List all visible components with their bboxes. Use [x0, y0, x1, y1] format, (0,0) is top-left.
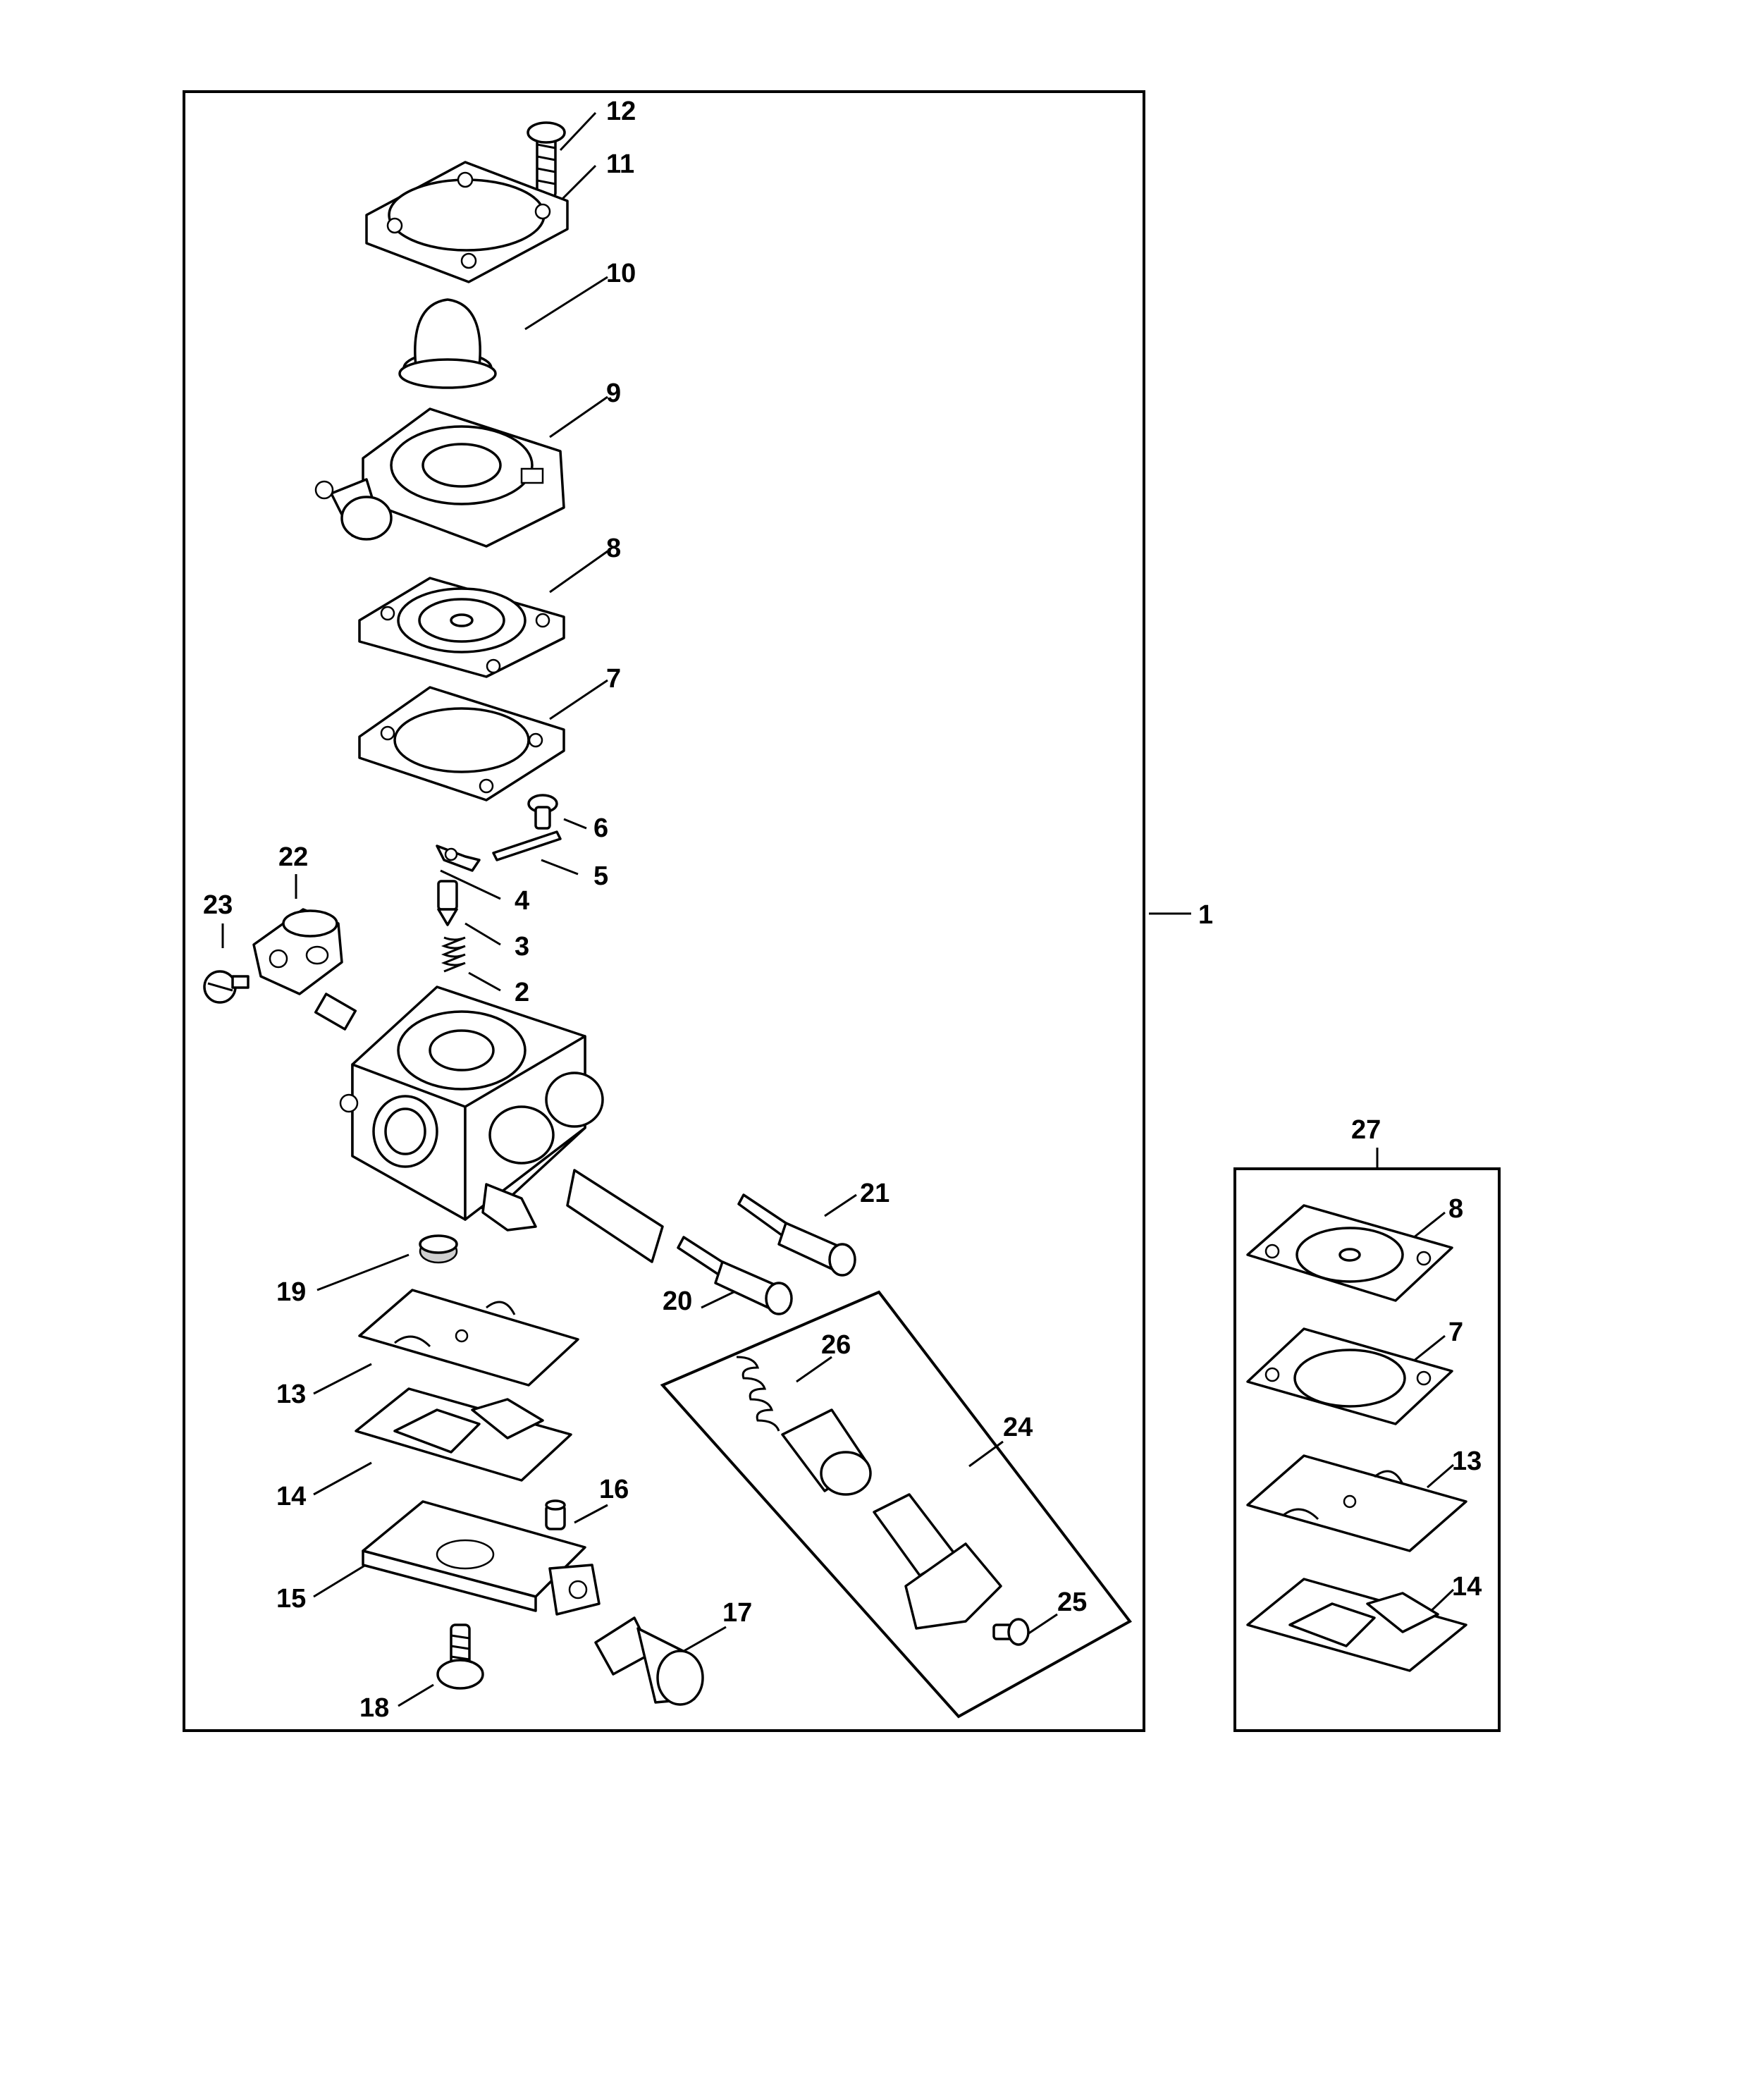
- callout-6: 6: [593, 813, 608, 843]
- screw-part-25: [992, 1618, 1030, 1646]
- callout-26: 26: [821, 1330, 851, 1360]
- gasket-part-14: [355, 1387, 572, 1482]
- main-assembly-frame: [183, 90, 1145, 1732]
- callout-12: 12: [606, 97, 636, 126]
- metering-cover-part-15: [362, 1500, 601, 1616]
- kit-callout-8: 8: [1448, 1194, 1463, 1224]
- kit-gasket-14: [1246, 1578, 1467, 1672]
- metering-diaphragm-part-13: [358, 1289, 579, 1387]
- adjusting-screw-part-20: [677, 1236, 793, 1315]
- choke-subassembly-frame: [660, 1290, 1132, 1719]
- screw-part-12: [527, 121, 566, 199]
- callout-21: 21: [860, 1179, 890, 1208]
- screw-part-6: [527, 794, 558, 830]
- screw-part-18: [436, 1623, 484, 1690]
- needle-valve-part-3: [437, 880, 458, 926]
- repair-kit-frame: [1233, 1167, 1501, 1732]
- kit-gasket-7: [1246, 1327, 1453, 1425]
- callout-1: 1: [1198, 900, 1213, 930]
- strainer-part-19: [419, 1234, 458, 1264]
- spring-part-26: [736, 1356, 780, 1432]
- clamp-part-22: [252, 908, 343, 995]
- callout-25: 25: [1057, 1588, 1087, 1617]
- lever-part-4: [436, 845, 481, 872]
- kit-metering-diaphragm-13: [1246, 1454, 1467, 1552]
- callout-2: 2: [515, 978, 529, 1007]
- kit-callout-13: 13: [1452, 1447, 1482, 1476]
- spring-part-2: [441, 936, 466, 973]
- kit-callout-7: 7: [1448, 1318, 1463, 1347]
- callout-5: 5: [593, 861, 608, 891]
- callout-10: 10: [606, 259, 636, 288]
- callout-14: 14: [276, 1482, 306, 1511]
- diaphragm-part-8: [358, 577, 565, 678]
- callout-17: 17: [722, 1598, 752, 1628]
- cover-plate-part-11: [365, 161, 569, 283]
- callout-23: 23: [203, 890, 233, 920]
- callout-4: 4: [515, 886, 529, 916]
- callout-15: 15: [276, 1584, 306, 1614]
- gasket-part-7: [358, 686, 565, 802]
- callout-20: 20: [663, 1287, 692, 1316]
- callout-18: 18: [359, 1693, 389, 1723]
- callout-27: 27: [1351, 1115, 1381, 1145]
- callout-11: 11: [606, 149, 634, 179]
- callout-13: 13: [276, 1380, 306, 1409]
- callout-3: 3: [515, 932, 529, 962]
- screw-part-23: [203, 970, 250, 1004]
- callout-8: 8: [606, 534, 621, 563]
- primer-bulb-part-10: [398, 298, 497, 389]
- callout-22: 22: [278, 842, 308, 872]
- callout-19: 19: [276, 1277, 306, 1307]
- pump-housing-part-9: [314, 407, 565, 548]
- fitting-part-17: [594, 1616, 704, 1706]
- kit-diaphragm-8: [1246, 1204, 1453, 1302]
- callout-16: 16: [599, 1475, 629, 1504]
- adjusting-screw-part-21: [737, 1193, 856, 1277]
- pin-part-5: [492, 830, 562, 861]
- leader-lines: [221, 111, 1455, 1707]
- choke-knob: [781, 1408, 1002, 1630]
- callout-7: 7: [606, 664, 621, 694]
- callout-9: 9: [606, 379, 621, 408]
- kit-callout-14: 14: [1452, 1572, 1482, 1602]
- carburetor-body: [314, 985, 664, 1263]
- callout-24: 24: [1003, 1413, 1033, 1442]
- plug-part-16: [545, 1499, 566, 1530]
